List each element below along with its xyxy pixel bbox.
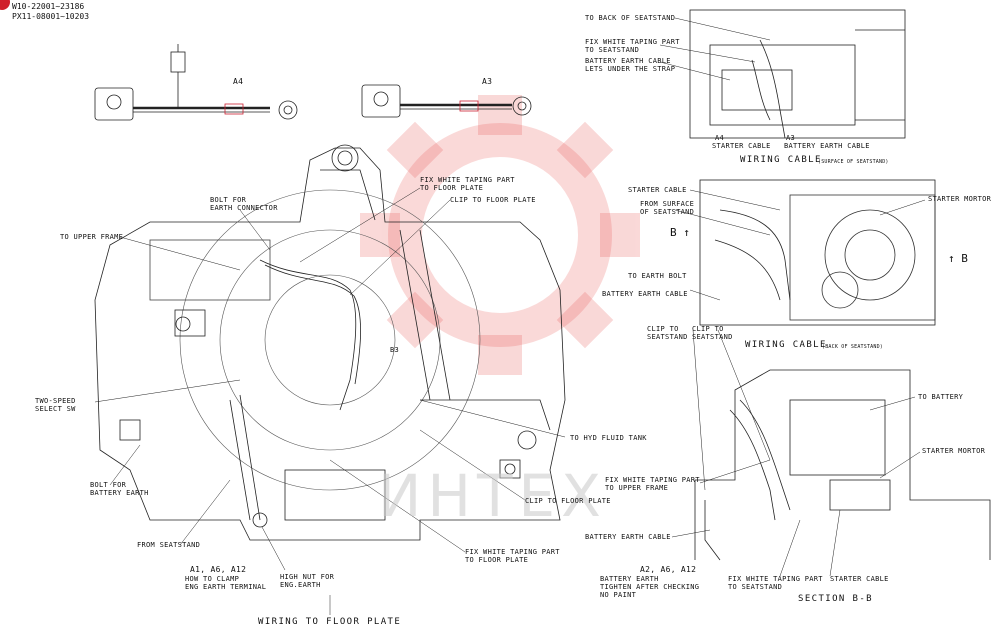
- label-clip-seatstand-1: CLIP TO SEATSTAND: [647, 325, 688, 341]
- label-bolt-earth-connector: BOLT FOR EARTH CONNECTOR: [210, 196, 278, 212]
- watermark-gear-icon: [388, 123, 612, 347]
- part-label-a3: A3: [482, 77, 493, 86]
- label-fix-white-upper-frame: FIX WHITE TAPING PART TO UPPER FRAME: [605, 476, 700, 492]
- surface-view-title: WIRING CABLE: [740, 155, 822, 165]
- label-clip-floor-top: CLIP TO FLOOR PLATE: [450, 196, 536, 204]
- arrow-up-icon: ↑: [683, 226, 690, 239]
- part-label-a4: A4: [233, 77, 244, 86]
- label-clip-seatstand-2: CLIP TO SEATSTAND: [692, 325, 733, 341]
- label-to-battery: TO BATTERY: [918, 393, 964, 401]
- back-view-drawing: [674, 179, 936, 326]
- label-fix-white-seatstand-top: FIX WHITE TAPING PART TO SEATSTAND: [585, 38, 680, 54]
- arrow-up-icon: ↑: [948, 252, 955, 265]
- floor-plate-title: WIRING TO FLOOR PLATE: [258, 617, 402, 627]
- corner-badge: [0, 0, 10, 10]
- label-fix-white-floor-top: FIX WHITE TAPING PART TO FLOOR PLATE: [420, 176, 515, 192]
- floor-plate-drawing: [94, 144, 566, 541]
- label-two-speed-select: TWO-SPEED SELECT SW: [35, 397, 76, 413]
- ref-line-1: W10-22001~23186: [12, 2, 85, 11]
- label-section-fix-white-seatstand: FIX WHITE TAPING PART TO SEATSTAND: [728, 575, 823, 591]
- label-a2-note: BATTERY EARTH TIGHTEN AFTER CHECKING NO …: [600, 575, 700, 599]
- label-to-hyd-tank: TO HYD FLUID TANK: [570, 434, 647, 442]
- label-high-nut: HIGH NUT FOR ENG.EARTH: [280, 573, 335, 589]
- surface-view-drawing: [659, 9, 906, 139]
- label-surface-a3: A3: [786, 134, 796, 142]
- label-section-starter-cable: STARTER CABLE: [830, 575, 889, 583]
- label-clip-floor-bottom: CLIP TO FLOOR PLATE: [525, 497, 611, 505]
- label-to-upper-frame: TO UPPER FRAME: [60, 233, 124, 241]
- label-back-battery-earth: BATTERY EARTH CABLE: [602, 290, 688, 298]
- back-view-subtitle: (BACK OF SEATSTAND): [822, 344, 883, 350]
- label-to-earth-bolt: TO EARTH BOLT: [628, 272, 687, 280]
- watermark-text: ИНТЕХ: [378, 462, 607, 530]
- cable-a4-drawing: [94, 44, 298, 121]
- floor-leader-lines: [94, 187, 566, 615]
- label-section-starter-mortor: STARTER MORTOR: [922, 447, 986, 455]
- back-view-title: WIRING CABLE: [745, 340, 827, 350]
- label-surface-starter-cable: STARTER CABLE: [712, 142, 771, 150]
- label-from-seatstand: FROM SEATSTAND: [137, 541, 201, 549]
- surface-view-subtitle: (SURFACE OF SEATSTAND): [818, 159, 889, 165]
- label-callout-b3: B3: [390, 346, 400, 354]
- label-a1-note: HOW TO CLAMP ENG EARTH TERMINAL: [185, 575, 267, 591]
- section-marker-b-right: ↑ B: [948, 252, 968, 265]
- cable-a3-drawing: [361, 84, 532, 118]
- label-from-surface: FROM SURFACE OF SEATSTAND: [640, 200, 695, 216]
- label-bolt-battery-earth: BOLT FOR BATTERY EARTH: [90, 481, 149, 497]
- section-view-drawing: [671, 329, 991, 577]
- label-battery-earth-strap: BATTERY EARTH CABLE LETS UNDER THE STRAP: [585, 57, 676, 73]
- label-surface-battery-earth: BATTERY EARTH CABLE: [784, 142, 870, 150]
- label-back-starter-cable: STARTER CABLE: [628, 186, 687, 194]
- ref-line-2: PX11-08001~10203: [12, 12, 90, 21]
- label-surface-a4: A4: [715, 134, 725, 142]
- label-section-battery-earth: BATTERY EARTH CABLE: [585, 533, 671, 541]
- section-view-title: SECTION B-B: [798, 594, 874, 604]
- label-fix-white-floor-bottom: FIX WHITE TAPING PART TO FLOOR PLATE: [465, 548, 560, 564]
- label-a1-title: A1, A6, A12: [190, 565, 247, 574]
- label-a2-title: A2, A6, A12: [640, 565, 697, 574]
- section-marker-b-left: B ↑: [670, 226, 690, 239]
- label-to-back-seatstand: TO BACK OF SEATSTAND: [585, 14, 676, 22]
- label-back-starter-mortor: STARTER MORTOR: [928, 195, 992, 203]
